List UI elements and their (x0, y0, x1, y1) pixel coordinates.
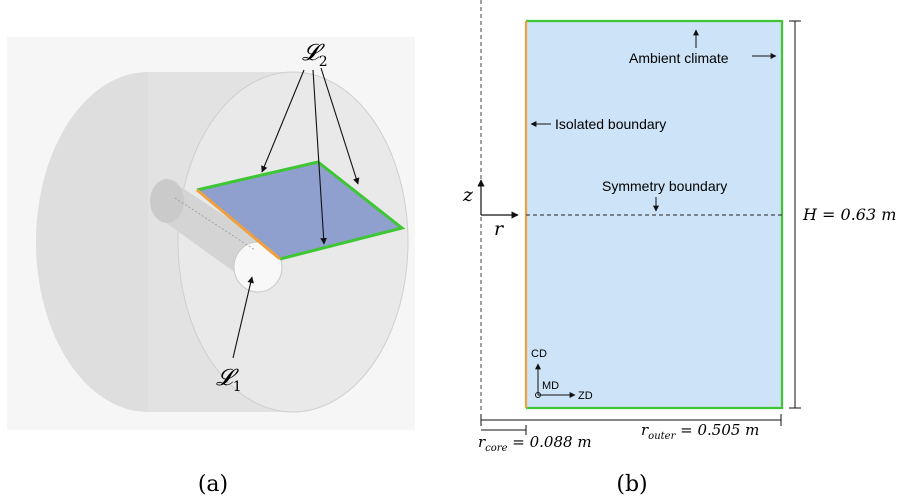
core-tube-back-end (150, 179, 184, 223)
height-label: H = 0.63 m (802, 205, 896, 224)
z-axis-label: z (462, 184, 474, 206)
l2-arrow-3 (320, 67, 360, 185)
panel-b: Ambient climate Isolated boundary Symmet… (462, 0, 896, 497)
isolated-boundary-label: Isolated boundary (555, 116, 666, 132)
panel-a-caption: (a) (198, 472, 228, 497)
cd-label: CD (531, 348, 547, 360)
r-core-label: rcore = 0.088 m (478, 433, 592, 454)
zd-label: ZD (578, 390, 593, 402)
l2-arrow-2 (312, 69, 327, 245)
panel-b-caption: (b) (616, 472, 647, 497)
l1-orange-edge (196, 188, 281, 261)
r-outer-label: router = 0.505 m (641, 421, 759, 442)
md-out-of-plane-icon (535, 392, 541, 398)
symmetry-boundary-label: Symmetry boundary (602, 178, 727, 194)
panel-a: 𝓛2 𝓛1 (a) (7, 37, 415, 497)
computational-plane (197, 162, 402, 259)
r-axis-label: r (494, 218, 505, 240)
md-label: MD (542, 380, 559, 392)
l2-arrow-1 (261, 69, 305, 173)
ambient-climate-label: Ambient climate (629, 50, 729, 66)
l1-arrow (232, 276, 254, 359)
l2-green-edges (196, 160, 406, 261)
